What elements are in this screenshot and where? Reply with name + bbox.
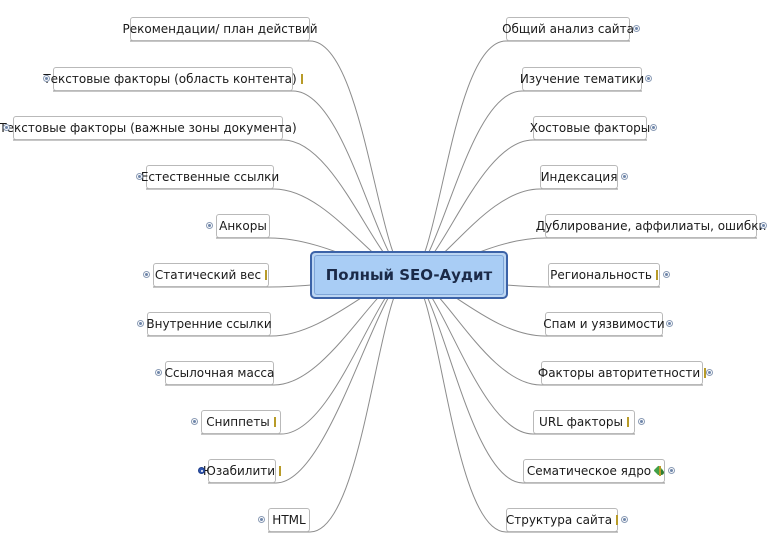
expand-toggle-icon[interactable] xyxy=(706,369,713,376)
expand-toggle-icon[interactable] xyxy=(760,222,767,229)
note-icon[interactable] xyxy=(626,417,629,427)
topic-label: Текстовые факторы (важные зоны документа… xyxy=(0,121,297,135)
topic-label: Факторы авторитетности xyxy=(537,366,701,380)
right-topic-8[interactable]: URL факторы xyxy=(533,410,635,434)
topic-label: Рекомендации/ план действий xyxy=(122,22,318,36)
right-topic-2[interactable]: Хостовые факторы xyxy=(530,116,650,140)
expand-toggle-icon[interactable] xyxy=(191,418,198,425)
left-topic-5[interactable]: Статический вес xyxy=(153,263,269,287)
topic-label: HTML xyxy=(272,513,306,527)
topic-label: Естественные ссылки xyxy=(140,170,280,184)
note-icon[interactable] xyxy=(659,466,662,476)
topic-label: Региональность xyxy=(550,268,652,282)
topic-label: Изучение тематики xyxy=(519,72,645,86)
expand-toggle-icon[interactable] xyxy=(645,75,652,82)
note-icon[interactable] xyxy=(704,368,707,378)
right-topic-9[interactable]: Сематическое ядро xyxy=(523,459,665,483)
right-topic-10[interactable]: Структура сайта xyxy=(505,508,619,532)
topic-label: Статический вес xyxy=(154,268,262,282)
expand-toggle-icon[interactable] xyxy=(198,467,205,474)
topic-label: Общий анализ сайта xyxy=(502,22,634,36)
topic-label: URL факторы xyxy=(539,415,623,429)
expand-toggle-icon[interactable] xyxy=(206,222,213,229)
expand-toggle-icon[interactable] xyxy=(621,173,628,180)
topic-label: Анкоры xyxy=(219,219,267,233)
right-topic-0[interactable]: Общий анализ сайта xyxy=(502,17,634,41)
expand-toggle-icon[interactable] xyxy=(143,271,150,278)
left-topic-0[interactable]: Рекомендации/ план действий xyxy=(122,17,318,41)
left-topic-6[interactable]: Внутренние ссылки xyxy=(146,312,272,336)
left-topic-4[interactable]: Анкоры xyxy=(216,214,270,238)
expand-toggle-icon[interactable] xyxy=(3,124,10,131)
left-topic-10[interactable]: HTML xyxy=(268,508,310,532)
right-topic-6[interactable]: Спам и уязвимости xyxy=(543,312,665,336)
central-topic-label: Полный SEO-Аудит xyxy=(325,266,493,284)
left-topic-7[interactable]: Ссылочная масса xyxy=(165,361,274,385)
topic-label: Хостовые факторы xyxy=(529,121,651,135)
expand-toggle-icon[interactable] xyxy=(650,124,657,131)
topic-label: Дублирование, аффилиаты, ошибки xyxy=(535,219,767,233)
note-icon[interactable] xyxy=(616,515,619,525)
expand-toggle-icon[interactable] xyxy=(621,516,628,523)
central-topic-inner xyxy=(314,255,504,295)
left-topic-1[interactable]: Текстовые факторы (область контента) xyxy=(43,67,303,91)
expand-toggle-icon[interactable] xyxy=(666,320,673,327)
note-icon[interactable] xyxy=(273,417,276,427)
expand-toggle-icon[interactable] xyxy=(137,320,144,327)
topic-label: Сематическое ядро xyxy=(526,464,652,478)
topic-label: Текстовые факторы (область контента) xyxy=(43,72,297,86)
expand-toggle-icon[interactable] xyxy=(155,369,162,376)
topic-label: Юзабилити xyxy=(202,464,276,478)
expand-toggle-icon[interactable] xyxy=(136,173,143,180)
note-icon[interactable] xyxy=(300,74,303,84)
left-connector-10 xyxy=(268,274,410,533)
expand-toggle-icon[interactable] xyxy=(43,75,50,82)
topic-label: Ссылочная масса xyxy=(164,366,275,380)
expand-toggle-icon[interactable] xyxy=(668,467,675,474)
expand-toggle-icon[interactable] xyxy=(258,516,265,523)
right-topic-4[interactable]: Дублирование, аффилиаты, ошибки xyxy=(536,214,766,238)
left-topic-9[interactable]: Юзабилити xyxy=(203,459,282,483)
topic-label: Сниппеты xyxy=(206,415,270,429)
right-topic-1[interactable]: Изучение тематики xyxy=(519,67,645,91)
left-topic-2[interactable]: Текстовые факторы (важные зоны документа… xyxy=(0,116,297,140)
expand-toggle-icon[interactable] xyxy=(633,25,640,32)
left-topic-3[interactable]: Естественные ссылки xyxy=(141,165,279,189)
topic-label: Индексация xyxy=(540,170,618,184)
topic-label: Внутренние ссылки xyxy=(146,317,272,331)
right-topic-3[interactable]: Индексация xyxy=(540,165,618,189)
central-topic[interactable]: Полный SEO-Аудит xyxy=(310,251,508,299)
topic-label: Спам и уязвимости xyxy=(543,317,665,331)
left-topic-8[interactable]: Сниппеты xyxy=(201,410,281,434)
note-icon[interactable] xyxy=(655,270,658,280)
expand-toggle-icon[interactable] xyxy=(638,418,645,425)
right-topic-7[interactable]: Факторы авторитетности xyxy=(537,361,707,385)
note-icon[interactable] xyxy=(279,466,282,476)
right-topic-5[interactable]: Региональность xyxy=(548,263,660,287)
expand-toggle-icon[interactable] xyxy=(663,271,670,278)
topic-label: Структура сайта xyxy=(505,513,613,527)
note-icon[interactable] xyxy=(265,270,268,280)
